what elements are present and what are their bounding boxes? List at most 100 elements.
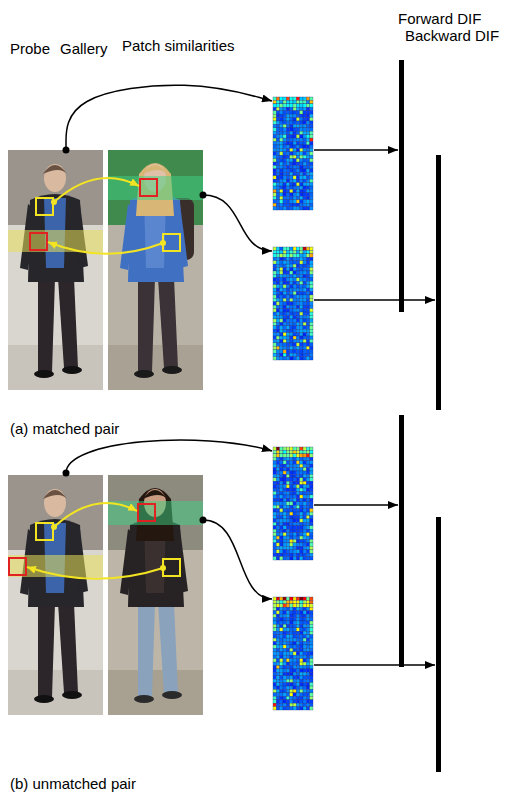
- heatmap-cell: [283, 707, 286, 710]
- heatmap-cell: [303, 97, 306, 100]
- heatmap-cell: [280, 274, 283, 277]
- heatmap-cell: [293, 495, 296, 498]
- heatmap-cell: [286, 648, 289, 651]
- heatmap-cell: [283, 339, 286, 342]
- heatmap-cell: [290, 707, 293, 710]
- heatmap-cell: [280, 292, 283, 295]
- heatmap-cell: [286, 305, 289, 308]
- heatmap-cell: [306, 502, 309, 505]
- heatmap-cell: [300, 550, 303, 553]
- matched-patch-box: [9, 558, 26, 575]
- heatmap-cell: [293, 642, 296, 645]
- heatmap-cell: [286, 346, 289, 349]
- heatmap-cell: [310, 700, 313, 703]
- heatmap-cell: [276, 652, 279, 655]
- node-label: Probe: [10, 40, 50, 57]
- heatmap-cell: [280, 488, 283, 491]
- heatmap-cell: [280, 679, 283, 682]
- heatmap-cell: [303, 700, 306, 703]
- heatmap-cell: [303, 186, 306, 189]
- heatmap-cell: [306, 543, 309, 546]
- heatmap-cell: [300, 536, 303, 539]
- heatmap-cell: [283, 519, 286, 522]
- heatmap-cell: [296, 274, 299, 277]
- heatmap-cell: [283, 553, 286, 556]
- heatmap-cell: [293, 322, 296, 325]
- heatmap-cell: [283, 278, 286, 281]
- heatmap-cell: [293, 672, 296, 675]
- heatmap-cell: [280, 471, 283, 474]
- heatmap-cell: [283, 145, 286, 148]
- heatmap-cell: [280, 346, 283, 349]
- heatmap-cell: [290, 169, 293, 172]
- heatmap-cell: [276, 339, 279, 342]
- heatmap-cell: [310, 515, 313, 518]
- heatmap-cell: [273, 343, 276, 346]
- heatmap-cell: [296, 457, 299, 460]
- heatmap-cell: [286, 614, 289, 617]
- heatmap-cell: [290, 250, 293, 253]
- heatmap-cell: [310, 326, 313, 329]
- heatmap-cell: [300, 114, 303, 117]
- heatmap-cell: [296, 124, 299, 127]
- heatmap-cell: [296, 488, 299, 491]
- heatmap-cell: [306, 648, 309, 651]
- heatmap-cell: [286, 118, 289, 121]
- heatmap-cell: [280, 495, 283, 498]
- heatmap-cell: [280, 683, 283, 686]
- heatmap-cell: [300, 631, 303, 634]
- heatmap-cell: [303, 111, 306, 114]
- heatmap-cell: [276, 454, 279, 457]
- heatmap-cell: [296, 550, 299, 553]
- heatmap-cell: [306, 665, 309, 668]
- heatmap-cell: [290, 474, 293, 477]
- heatmap-cell: [283, 550, 286, 553]
- heatmap-cell: [293, 176, 296, 179]
- heatmap-cell: [286, 319, 289, 322]
- heatmap-cell: [283, 683, 286, 686]
- heatmap-cell: [290, 302, 293, 305]
- heatmap-cell: [296, 468, 299, 471]
- heatmap-cell: [286, 553, 289, 556]
- heatmap-cell: [276, 696, 279, 699]
- heatmap-cell: [276, 172, 279, 175]
- heatmap-cell: [280, 264, 283, 267]
- heatmap-cell: [303, 696, 306, 699]
- heatmap-cell: [276, 481, 279, 484]
- heatmap-cell: [290, 183, 293, 186]
- heatmap-cell: [306, 326, 309, 329]
- heatmap-cell: [293, 515, 296, 518]
- heatmap-cell: [300, 676, 303, 679]
- heatmap-cell: [276, 478, 279, 481]
- heatmap-cell: [293, 326, 296, 329]
- heatmap-cell: [310, 686, 313, 689]
- heatmap-cell: [276, 271, 279, 274]
- heatmap-cell: [280, 597, 283, 600]
- heatmap-cell: [276, 519, 279, 522]
- heatmap-cell: [286, 302, 289, 305]
- heatmap-cell: [296, 169, 299, 172]
- heatmap-cell: [293, 121, 296, 124]
- heatmap-cell: [283, 597, 286, 600]
- heatmap-cell: [310, 485, 313, 488]
- arrow: [203, 195, 272, 251]
- heatmap-cell: [296, 611, 299, 614]
- heatmap-cell: [290, 121, 293, 124]
- heatmap-cell: [290, 450, 293, 453]
- heatmap-cell: [306, 200, 309, 203]
- heatmap-cell: [303, 529, 306, 532]
- heatmap-cell: [300, 111, 303, 114]
- heatmap-cell: [306, 611, 309, 614]
- matched-patch-box: [140, 179, 157, 196]
- heatmap-cell: [300, 539, 303, 542]
- arrow: [314, 299, 435, 301]
- heatmap-cell: [300, 509, 303, 512]
- heatmap-cell: [283, 357, 286, 360]
- heatmap-cell: [273, 350, 276, 353]
- heatmap-cell: [290, 529, 293, 532]
- heatmap-cell: [280, 162, 283, 165]
- heatmap-cell: [303, 502, 306, 505]
- heatmap-cell: [290, 679, 293, 682]
- hair: [43, 165, 67, 174]
- heatmap-cell: [283, 189, 286, 192]
